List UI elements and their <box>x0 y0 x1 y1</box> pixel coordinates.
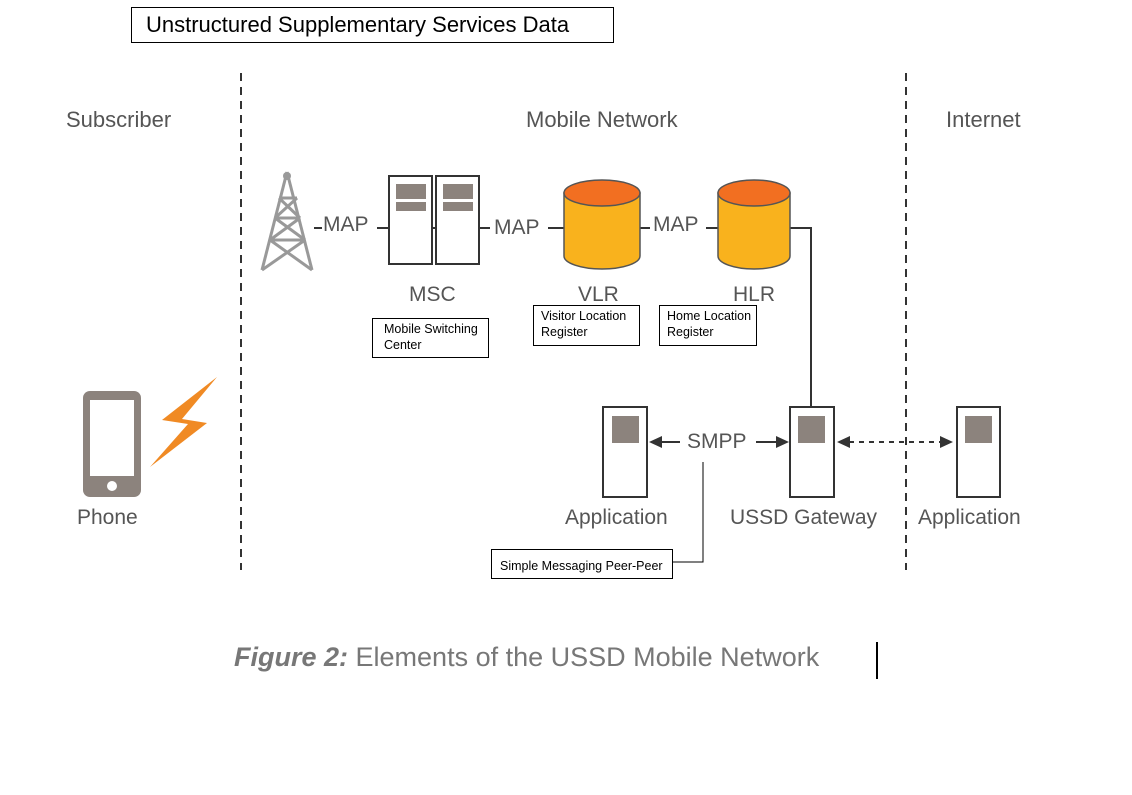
vlr-note: Visitor Location Register <box>533 305 640 346</box>
map-label-3: MAP <box>653 213 699 236</box>
zone-mobile-network-label: Mobile Network <box>526 107 678 132</box>
application-right-server-icon <box>956 406 1001 498</box>
smpp-left-arrowhead <box>649 436 662 448</box>
link-hlr-gateway <box>790 227 812 407</box>
radio-tower-icon <box>260 171 314 272</box>
figure-caption-prefix: Figure 2: <box>234 642 349 672</box>
ussd-gateway-label: USSD Gateway <box>730 506 878 529</box>
diagram-title: Unstructured Supplementary Services Data <box>131 7 614 43</box>
msc-server-icon <box>388 175 480 265</box>
hlr-note-line-2: Register <box>667 325 714 339</box>
map-label-2: MAP <box>494 216 540 239</box>
signal-bolt-icon <box>150 377 217 467</box>
msc-note-line-2: Center <box>384 338 422 352</box>
application-right-label: Application <box>918 506 1021 529</box>
application-left-label: Application <box>565 506 668 529</box>
ussd-gateway-server-icon <box>789 406 835 498</box>
phone-icon <box>83 391 141 497</box>
smpp-note: Simple Messaging Peer-Peer <box>491 549 673 579</box>
smpp-note-text: Simple Messaging Peer-Peer <box>500 559 663 573</box>
zone-internet-label: Internet <box>946 107 1021 132</box>
text-cursor <box>876 642 878 679</box>
msc-label: MSC <box>409 283 456 306</box>
vlr-label: VLR <box>578 283 619 306</box>
internet-left-arrowhead <box>837 436 850 448</box>
figure-caption: Figure 2: Elements of the USSD Mobile Ne… <box>234 642 819 673</box>
map-label-1: MAP <box>323 213 369 236</box>
vlr-database-icon <box>563 179 641 270</box>
smpp-label: SMPP <box>687 430 747 453</box>
phone-label: Phone <box>77 506 138 529</box>
msc-note: Mobile Switching Center <box>372 318 489 358</box>
hlr-database-icon <box>717 179 791 270</box>
hlr-label: HLR <box>733 283 776 306</box>
application-left-server-icon <box>602 406 648 498</box>
smpp-right-arrowhead <box>776 436 789 448</box>
figure-caption-text: Elements of the USSD Mobile Network <box>348 642 820 672</box>
hlr-note: Home Location Register <box>659 305 757 346</box>
vlr-note-line-1: Visitor Location <box>541 309 627 323</box>
internet-right-arrowhead <box>940 436 953 448</box>
zone-subscriber-label: Subscriber <box>66 107 172 132</box>
smpp-note-leader <box>672 462 704 563</box>
vlr-note-line-2: Register <box>541 325 588 339</box>
hlr-note-line-1: Home Location <box>667 309 752 323</box>
msc-note-line-1: Mobile Switching <box>384 322 478 336</box>
